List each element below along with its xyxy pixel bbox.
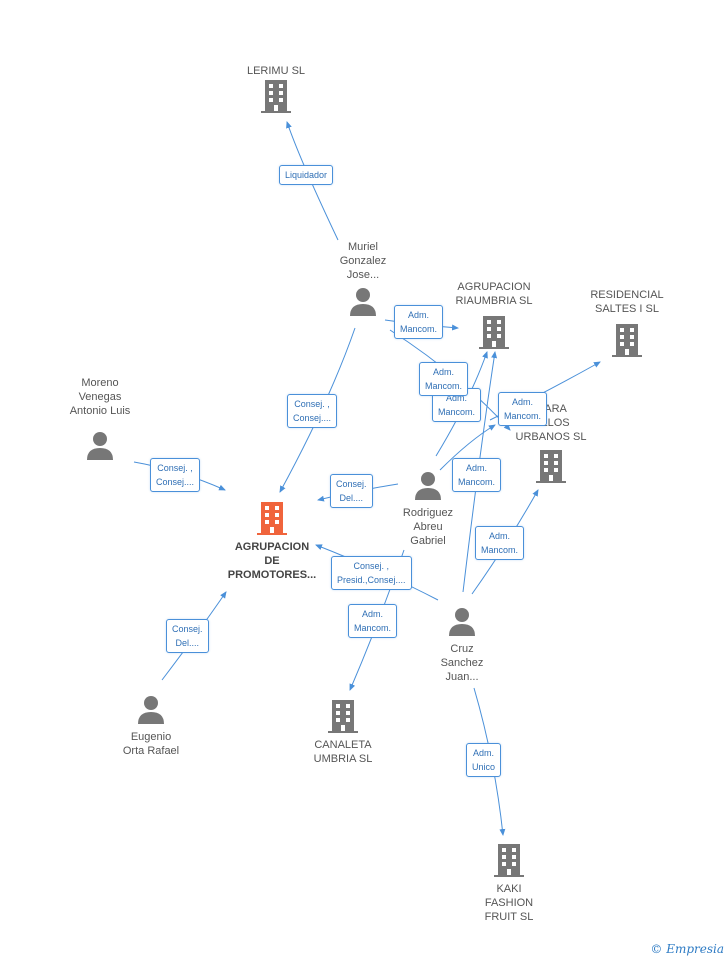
empresia-watermark: © Empresia xyxy=(650,942,724,956)
edge-rodriguez-desarrollos xyxy=(439,424,496,471)
edge-label-liquidador[interactable]: Liquidador xyxy=(279,165,334,185)
company-desarrollos-urbanos[interactable]: ...ARA ...LLOS URBANOS SL xyxy=(506,402,596,484)
building-icon xyxy=(466,842,552,878)
company-kaki-fashion-fruit-label: KAKI FASHION FRUIT SL xyxy=(484,883,534,923)
edge-label-rodriguez-promotores[interactable]: Consej. Del.... xyxy=(330,474,373,508)
edge-label-cruz-promotores[interactable]: Consej. , Presid.,Consej.... xyxy=(331,556,412,590)
company-residencial-saltes[interactable]: RESIDENCIAL SALTES I SL xyxy=(582,288,672,358)
person-icon xyxy=(58,430,142,460)
edge-label-eugenio-promotores[interactable]: Consej. Del.... xyxy=(166,619,209,653)
company-agrupacion-riaumbria-label: AGRUPACION RIAUMBRIA SL xyxy=(455,281,533,307)
company-kaki-fashion-fruit[interactable]: KAKI FASHION FRUIT SL xyxy=(466,842,552,924)
person-icon xyxy=(388,470,468,500)
edge-label-rodriguez-residencial[interactable]: Adm. Mancom. xyxy=(498,392,548,426)
edge-label-cruz-desarrollos[interactable]: Adm. Mancom. xyxy=(475,526,525,560)
company-canaleta-umbria[interactable]: CANALETA UMBRIA SL xyxy=(300,698,386,766)
building-icon xyxy=(446,314,542,350)
company-agrupacion-promotores-label: AGRUPACION DE PROMOTORES... xyxy=(227,541,317,581)
edge-label-cruz-canaleta[interactable]: Adm. Mancom. xyxy=(348,604,398,638)
company-residencial-saltes-label: RESIDENCIAL SALTES I SL xyxy=(590,289,664,315)
building-icon xyxy=(582,322,672,358)
company-desarrollos-urbanos-label: ...ARA ...LLOS URBANOS SL xyxy=(515,403,587,443)
edge-label-rodriguez-riaumbria-1[interactable]: Adm. Mancom. xyxy=(419,362,469,396)
company-agrupacion-riaumbria[interactable]: AGRUPACION RIAUMBRIA SL xyxy=(446,280,542,350)
company-canaleta-umbria-label: CANALETA UMBRIA SL xyxy=(313,739,373,765)
building-icon xyxy=(300,698,386,734)
person-rodriguez-label: Rodriguez Abreu Gabriel xyxy=(402,507,454,547)
person-icon xyxy=(110,694,192,724)
building-icon xyxy=(506,448,596,484)
company-agrupacion-promotores[interactable]: AGRUPACION DE PROMOTORES... xyxy=(220,500,324,582)
edge-label-cruz-kaki[interactable]: Adm. Unico xyxy=(466,743,502,777)
building-icon xyxy=(236,78,316,114)
person-moreno[interactable]: Moreno Venegas Antonio Luis xyxy=(58,376,142,460)
person-icon xyxy=(326,286,400,316)
person-muriel[interactable]: Muriel Gonzalez Jose... xyxy=(326,240,400,316)
edge-label-muriel-riaumbria[interactable]: Adm. Mancom. xyxy=(394,305,444,339)
person-muriel-label: Muriel Gonzalez Jose... xyxy=(339,241,387,281)
company-lerimu[interactable]: LERIMU SL xyxy=(236,64,316,114)
person-cruz-label: Cruz Sanchez Juan... xyxy=(440,643,484,683)
person-moreno-label: Moreno Venegas Antonio Luis xyxy=(69,377,131,417)
edge-label-moreno-promotores[interactable]: Consej. , Consej.... xyxy=(150,458,201,492)
edge-label-rodriguez-desarrollos[interactable]: Adm. Mancom. xyxy=(452,458,502,492)
edge-label-muriel-promotores[interactable]: Consej. , Consej.... xyxy=(287,394,338,428)
person-eugenio[interactable]: Eugenio Orta Rafael xyxy=(110,694,192,758)
person-eugenio-label: Eugenio Orta Rafael xyxy=(122,731,180,757)
company-lerimu-label: LERIMU SL xyxy=(246,65,306,77)
person-cruz[interactable]: Cruz Sanchez Juan... xyxy=(424,606,500,684)
person-rodriguez[interactable]: Rodriguez Abreu Gabriel xyxy=(388,470,468,548)
building-icon xyxy=(220,500,324,536)
person-icon xyxy=(424,606,500,636)
